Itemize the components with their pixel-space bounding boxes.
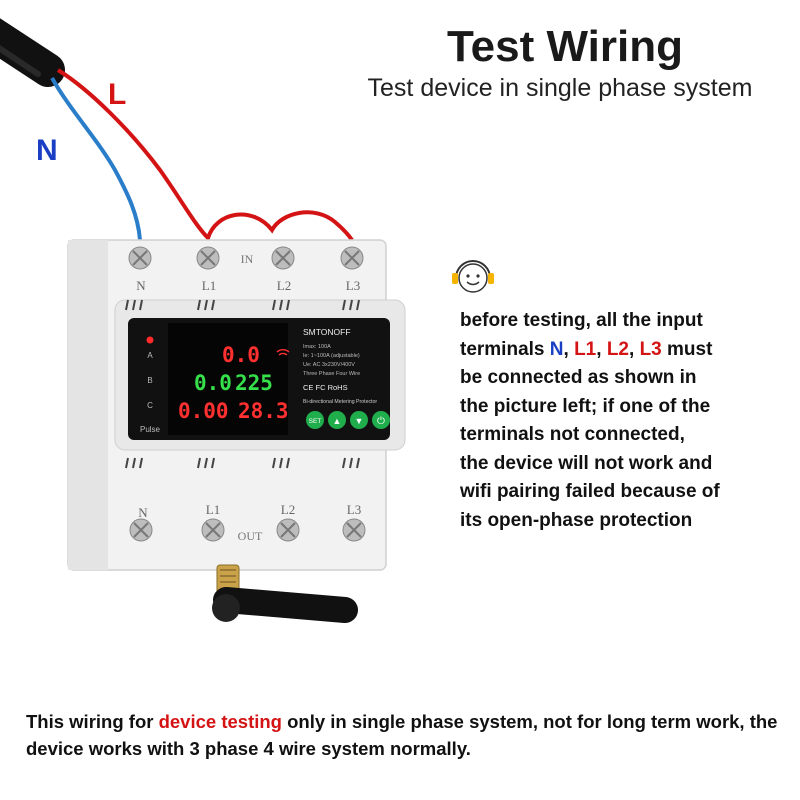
note-line: the device will not work and [460, 452, 713, 474]
page-title: Test Wiring [447, 22, 683, 71]
top-terminal-block [128, 246, 364, 270]
pulse-label: Pulse [140, 425, 161, 434]
up-button[interactable] [328, 411, 346, 429]
note-line: wifi pairing failed because of [460, 481, 720, 502]
footer-warning: This wiring for device testing only in s… [26, 711, 778, 759]
energy-reading: 0.00 [178, 399, 229, 423]
out-label: OUT [238, 529, 263, 543]
phase-b-label: B [147, 376, 152, 385]
antenna [212, 564, 358, 623]
note-line: its open-phase protection [460, 509, 693, 531]
spec-system: Three Phase Four Wire [303, 371, 360, 377]
headset-smiley-icon [452, 260, 494, 293]
current-reading: 0.0 [222, 343, 260, 367]
brand-name: SMTONOFF [303, 327, 351, 337]
phase-c-label: C [147, 401, 153, 410]
bottom-terminal-l3: L3 [347, 502, 361, 517]
top-terminal-l3: L3 [346, 278, 360, 293]
top-terminal-l2: L2 [277, 278, 291, 293]
top-terminal-l1: L1 [202, 278, 216, 293]
wifi-icon [276, 349, 290, 356]
temperature-reading: 28.3 [238, 399, 289, 423]
bottom-terminal-n: N [138, 505, 148, 520]
note-line: terminals not connected, [460, 424, 685, 445]
power-cable [0, 18, 65, 87]
bottom-terminal-l1: L1 [206, 502, 220, 517]
live-wire-label: L [108, 78, 127, 111]
power-reading: 0.0 [194, 371, 232, 395]
power-button[interactable] [372, 411, 390, 429]
bottom-terminal-l2: L2 [281, 502, 295, 517]
note-line: terminals N, L1, L2, L3 must [460, 338, 713, 360]
note-line: the picture left; if one of the [460, 395, 711, 417]
bottom-terminal-block [129, 518, 366, 542]
spec-ie: Ie: 1~100A (adjustable) [303, 353, 360, 359]
cert-marks: CE FC RoHS [303, 383, 348, 392]
down-arrow-icon: ▼ [355, 416, 364, 426]
in-label: IN [241, 252, 254, 266]
testing-note: before testing, all the input terminals … [460, 307, 795, 535]
bottom-vents [125, 457, 360, 469]
phase-a-led [146, 336, 154, 344]
neutral-wire-label: N [36, 134, 58, 167]
meter-device: N L1 L2 L3 IN A B C Pulse 0.0 0.0 225 0. [67, 239, 406, 571]
neutral-wire [50, 77, 142, 241]
top-vents [125, 299, 360, 311]
spec-imax: Imax: 100A [303, 344, 331, 350]
voltage-reading: 225 [235, 371, 273, 395]
phase-a-label: A [147, 351, 153, 360]
power-icon: ⏻ [377, 416, 385, 427]
set-button[interactable] [306, 411, 324, 429]
live-wire [56, 68, 354, 242]
page-subtitle: Test device in single phase system [367, 74, 753, 102]
down-button[interactable] [350, 411, 368, 429]
note-line: before testing, all the input [460, 310, 703, 331]
up-arrow-icon: ▲ [333, 416, 342, 426]
top-terminal-n: N [136, 278, 146, 293]
product-name: Bi-directional Metering Protector [303, 399, 377, 405]
note-line: be connected as shown in [460, 367, 697, 388]
set-button-label: SET [309, 418, 322, 425]
spec-ue: Ue: AC 3x230V/400V [303, 362, 355, 368]
